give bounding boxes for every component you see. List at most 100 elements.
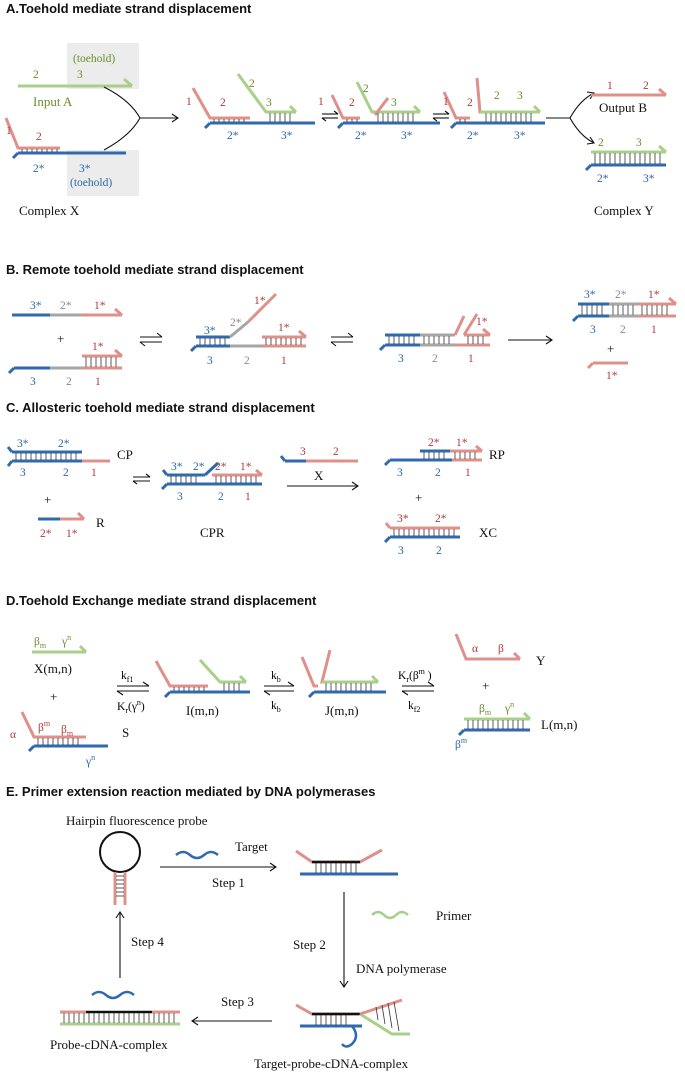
c-xc-3: 3 — [398, 545, 404, 557]
d-y-beta: β — [498, 643, 504, 655]
section-e-title: E. Primer extension reaction mediated by… — [6, 784, 375, 799]
split-arrow — [546, 91, 595, 145]
output-b-strand — [591, 87, 667, 97]
complex-x-label-2: 2 — [36, 131, 42, 143]
c-rp-2: 2 — [435, 467, 441, 479]
b-prod-1s: 1* — [648, 289, 660, 301]
b-prod-3s: 3* — [584, 289, 596, 301]
c-cpr-red-1s: 1* — [240, 461, 252, 473]
b-duplex-left — [7, 348, 123, 375]
b-released-1s: 1* — [606, 370, 618, 382]
int1-label-1: 1 — [186, 96, 192, 108]
toehold-label-complex: (toehold) — [70, 177, 112, 189]
input-a-label: Input A — [33, 94, 73, 109]
merge-arrow — [103, 86, 179, 151]
d-y-strand — [454, 633, 522, 661]
c-plus: + — [44, 492, 51, 507]
c-cp-complex — [6, 446, 110, 467]
b-top-3s: 3* — [30, 300, 42, 312]
c-r-2s: 2* — [40, 528, 52, 540]
e-primer-label: Primer — [436, 908, 472, 923]
b-left-1s: 1* — [92, 341, 104, 353]
complex-y-label-3s: 3* — [643, 173, 655, 185]
c-cpr-2s: 2* — [193, 461, 205, 473]
b-plus-2: + — [607, 341, 614, 356]
equilibrium-arrow-a1 — [321, 110, 339, 122]
c-cp-2: 2 — [63, 467, 69, 479]
c-r-1s: 1* — [66, 528, 78, 540]
c-r-label: R — [96, 515, 105, 530]
int1-label-green-3: 3 — [266, 97, 272, 109]
b-intermediate-1 — [189, 292, 307, 353]
d-k-f1: kf1 — [121, 670, 133, 684]
d-s-alpha: α — [10, 729, 16, 741]
c-xc-2: 2 — [436, 545, 442, 557]
c-cp-1: 1 — [91, 467, 97, 479]
equilibrium-arrow-a2 — [432, 110, 450, 122]
e-probe-cdna-complex — [60, 990, 180, 1026]
d-x-beta: βm — [34, 636, 47, 650]
d-i-label: I(m,n) — [186, 703, 219, 718]
d-i-complex — [154, 658, 250, 699]
equilibrium-arrow-d1 — [116, 681, 150, 696]
b-intermediate-2 — [378, 313, 491, 352]
b-int1-1: 1 — [281, 355, 287, 367]
e-target-wavy — [175, 850, 219, 860]
d-s-beta-sub: βm — [61, 724, 74, 738]
c-cp-label: CP — [117, 447, 133, 462]
int2-label-2s: 2* — [355, 130, 367, 142]
d-k-r1: Kr(γn) — [117, 698, 145, 715]
complex-y-label-2: 2 — [598, 137, 604, 149]
d-j-complex — [300, 649, 386, 699]
e-step3-arrow — [191, 1016, 272, 1026]
complex-y-label: Complex Y — [594, 203, 654, 218]
int1-label-green-2: 2 — [249, 78, 255, 90]
int3-label-green-3: 3 — [517, 90, 523, 102]
b-prod-1: 1 — [651, 324, 657, 336]
c-cpr-3: 3 — [177, 491, 183, 503]
complex-y-label-3: 3 — [636, 137, 642, 149]
arrow-c — [287, 481, 359, 491]
c-xc-2s: 2* — [435, 513, 447, 525]
e-primer-wavy — [371, 910, 409, 920]
d-y-label: Y — [536, 653, 546, 668]
b-released-strand — [586, 361, 628, 370]
intermediate-1 — [191, 73, 315, 130]
input-a-strand — [18, 77, 133, 88]
equilibrium-arrow-c — [132, 473, 151, 485]
c-cp-3: 3 — [20, 467, 26, 479]
e-step1-arrow — [160, 862, 277, 872]
b-int1-2: 2 — [244, 355, 250, 367]
b-prod-2s: 2* — [615, 289, 627, 301]
output-b-label-2: 2 — [643, 80, 649, 92]
c-cpr-label: CPR — [200, 525, 225, 540]
c-r-strand — [38, 511, 86, 521]
b-prod-3: 3 — [590, 324, 596, 336]
b-int1-1s-top: 1* — [254, 295, 266, 307]
d-k-f2: kf2 — [408, 700, 420, 714]
b-int1-3s: 3* — [204, 325, 216, 337]
e-polymerase-icon — [376, 932, 392, 945]
int1-label-2: 2 — [220, 97, 226, 109]
c-rp-label: RP — [489, 447, 505, 462]
input-a-label-2: 2 — [33, 69, 39, 81]
c-cpr-red-2s: 2* — [215, 461, 227, 473]
c-rp-1: 1 — [465, 467, 471, 479]
e-step2-label: Step 2 — [293, 937, 326, 952]
d-k-b-bottom: kb — [271, 700, 281, 714]
int2-label-2: 2 — [349, 97, 355, 109]
c-x-strand — [279, 455, 358, 463]
b-left-1: 1 — [95, 376, 101, 388]
equilibrium-arrow-b2 — [330, 332, 354, 347]
output-b-label-1: 1 — [607, 80, 613, 92]
int3-label-green-2: 2 — [494, 90, 500, 102]
b-prod-2: 2 — [620, 324, 626, 336]
int3-label-1: 1 — [443, 96, 449, 108]
e-step1-label: Step 1 — [212, 875, 245, 890]
d-j-label: J(m,n) — [325, 703, 359, 718]
d-x-strand — [32, 644, 88, 654]
e-target-label: Target — [235, 839, 268, 854]
section-d-title: D.Toehold Exchange mediate strand displa… — [6, 593, 317, 608]
d-x-label: X(m,n) — [34, 661, 72, 676]
